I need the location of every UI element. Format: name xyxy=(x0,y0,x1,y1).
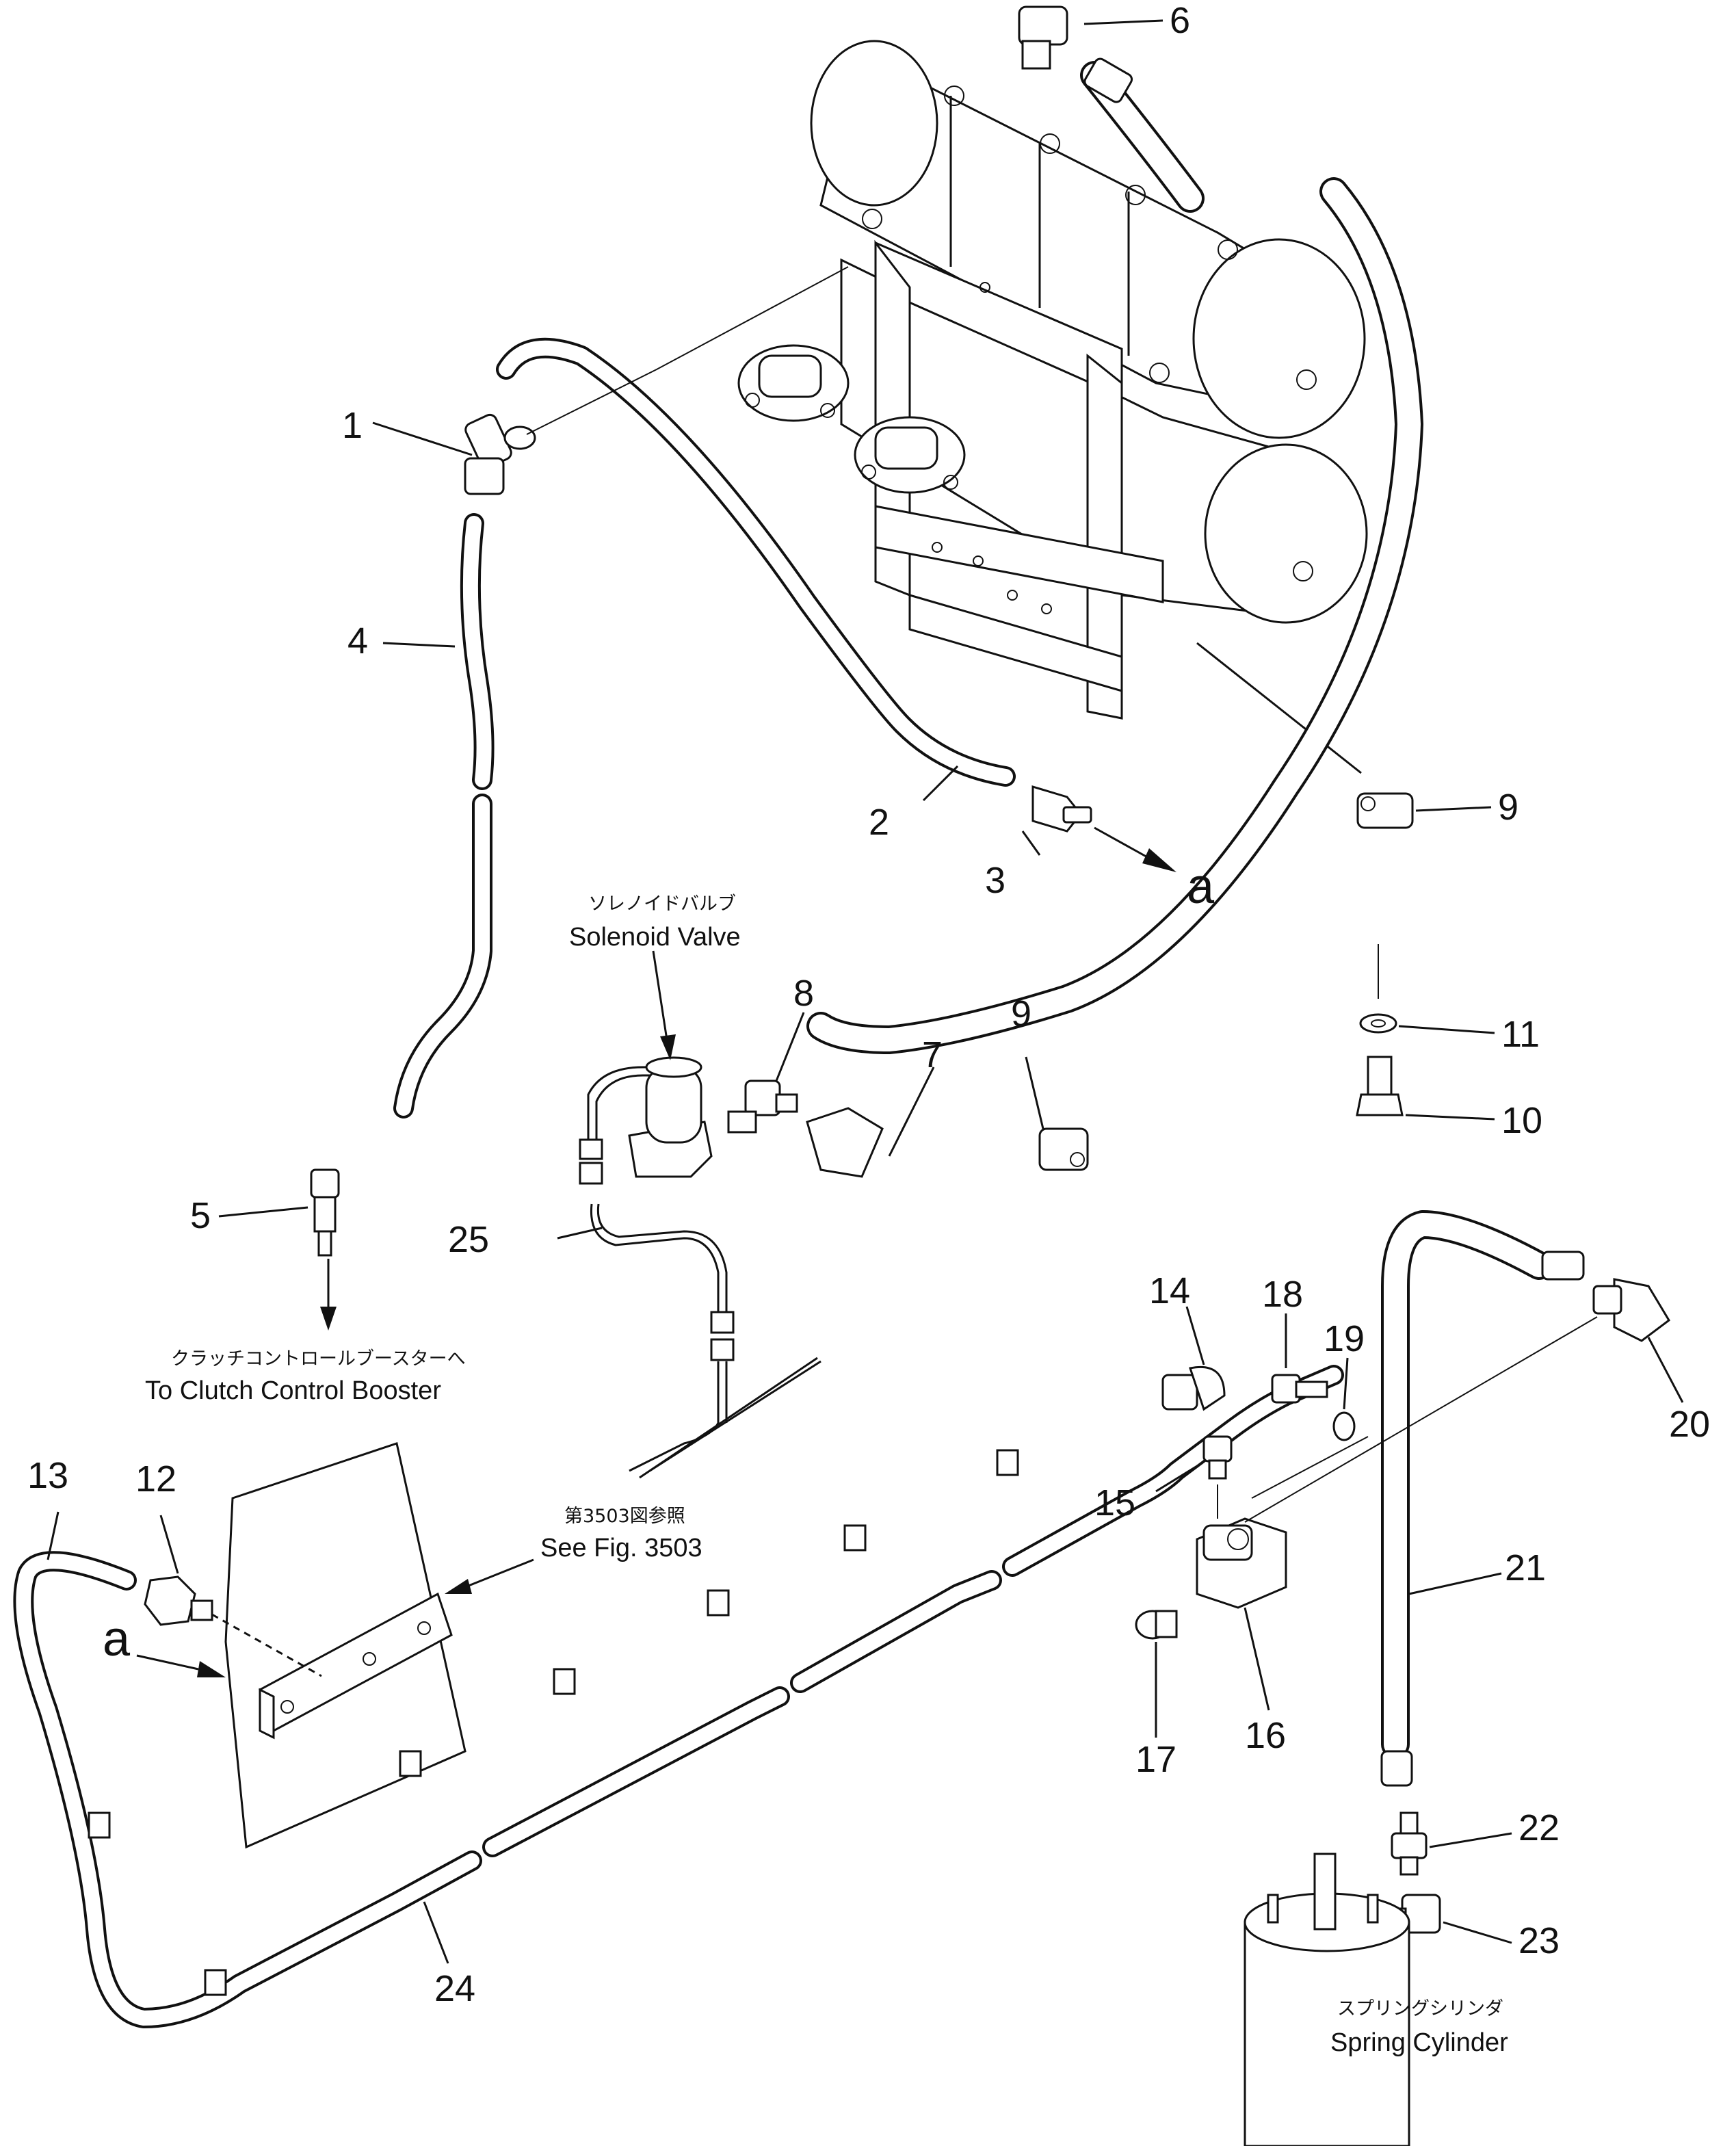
part-number-3: 3 xyxy=(985,860,1005,901)
see-fig-caption-ja: 第3503図参照 xyxy=(564,1506,685,1527)
part-number-10: 10 xyxy=(1501,1100,1542,1141)
plug-17 xyxy=(1135,1610,1178,1640)
part-number-14: 14 xyxy=(1149,1270,1190,1311)
clamp-9-lower xyxy=(1038,1127,1089,1171)
plug-15 xyxy=(1202,1435,1233,1480)
wire-harness-25 xyxy=(587,1066,821,1479)
part-number-11: 11 xyxy=(1501,1014,1540,1055)
bracket-plate xyxy=(224,1442,466,1849)
part-number-12: 12 xyxy=(135,1458,176,1500)
part-number-7: 7 xyxy=(922,1034,943,1075)
solenoid-valve-caption-en: Solenoid Valve xyxy=(569,923,741,952)
pipe-2 xyxy=(496,337,1016,787)
connector-5 xyxy=(310,1168,340,1257)
part-number-16: 16 xyxy=(1245,1715,1286,1756)
air-tank-assembly xyxy=(737,40,1368,774)
pipe-24 xyxy=(482,1365,1344,1857)
clutch-booster-caption-en: To Clutch Control Booster xyxy=(145,1376,441,1405)
elbow-fitting-6 xyxy=(1018,5,1133,103)
elbow-fitting-14 xyxy=(1161,1365,1226,1411)
nipple-22 xyxy=(1391,1811,1428,1876)
spring-cylinder-caption-en: Spring Cylinder xyxy=(1330,2028,1508,2057)
pipe-clamps xyxy=(88,1449,1019,1996)
spring-cylinder-caption-ja: スプリングシリンダ xyxy=(1337,1998,1503,2019)
hose-7-end-fitting xyxy=(806,1107,884,1178)
elbow-fitting-1 xyxy=(464,413,536,495)
washer-19 xyxy=(1332,1411,1356,1441)
arrows xyxy=(136,826,1176,1677)
pipe-4 xyxy=(393,513,495,1118)
connector-3 xyxy=(1031,785,1092,833)
part-number-5: 5 xyxy=(190,1195,211,1236)
clamp-9-upper xyxy=(1356,792,1414,829)
part-number-9-upper: 9 xyxy=(1498,787,1518,828)
hose-21-end-fitting xyxy=(1380,1750,1413,1787)
pipe-2-link xyxy=(526,266,849,435)
solenoid-valve-caption-ja: ソレノイドバルブ xyxy=(588,893,736,915)
air-tank-lower xyxy=(840,258,1368,624)
spring-cylinder xyxy=(1244,1853,1410,2146)
connection-letter-a-top: a xyxy=(1187,859,1215,914)
part-number-15: 15 xyxy=(1094,1482,1135,1523)
leader-lines xyxy=(47,19,1684,1964)
bolt-10 xyxy=(1356,1056,1404,1116)
part-number-4: 4 xyxy=(347,620,368,662)
part-number-17: 17 xyxy=(1135,1739,1176,1780)
valve-16 xyxy=(1196,1517,1287,1609)
part-number-6: 6 xyxy=(1170,0,1190,41)
clutch-booster-caption-ja: クラッチコントロールブースターへ xyxy=(171,1348,466,1370)
washer-11 xyxy=(1359,1013,1397,1034)
part-number-25: 25 xyxy=(448,1219,489,1260)
elbow-fitting-8 xyxy=(727,1079,798,1134)
see-fig-caption-en: See Fig. 3503 xyxy=(540,1534,702,1562)
solenoid-valve xyxy=(628,1056,713,1178)
part-number-1: 1 xyxy=(342,405,363,446)
pipe-13 xyxy=(13,1551,482,2028)
part-number-9-lower: 9 xyxy=(1011,993,1031,1034)
tank-valve-right xyxy=(854,416,966,494)
part-number-18: 18 xyxy=(1262,1274,1303,1315)
part-number-19: 19 xyxy=(1324,1318,1365,1359)
bolt-18 xyxy=(1271,1374,1328,1404)
part-number-20: 20 xyxy=(1669,1404,1710,1445)
dashed-connection-12 xyxy=(211,1613,322,1677)
connection-letter-a-bottom: a xyxy=(103,1612,131,1666)
harness-connector-a xyxy=(579,1138,603,1185)
part-number-2: 2 xyxy=(869,802,889,843)
part-number-8: 8 xyxy=(793,973,814,1014)
connector-12 xyxy=(144,1575,213,1626)
elbow-fitting-20 xyxy=(1541,1251,1670,1342)
hose-21 xyxy=(1381,1210,1553,1759)
harness-connector-b xyxy=(710,1311,735,1361)
tank-valve-left xyxy=(737,344,850,422)
part-number-24: 24 xyxy=(434,1968,475,2009)
part-number-13: 13 xyxy=(27,1455,68,1496)
valve-16-link xyxy=(1244,1316,1598,1523)
part-number-22: 22 xyxy=(1518,1807,1560,1848)
part-number-23: 23 xyxy=(1518,1920,1560,1961)
part-number-21: 21 xyxy=(1505,1547,1546,1588)
hose-7 xyxy=(806,177,1423,1054)
air-tank-upper xyxy=(810,40,1366,439)
valve-16-link-2 xyxy=(1251,1436,1369,1499)
